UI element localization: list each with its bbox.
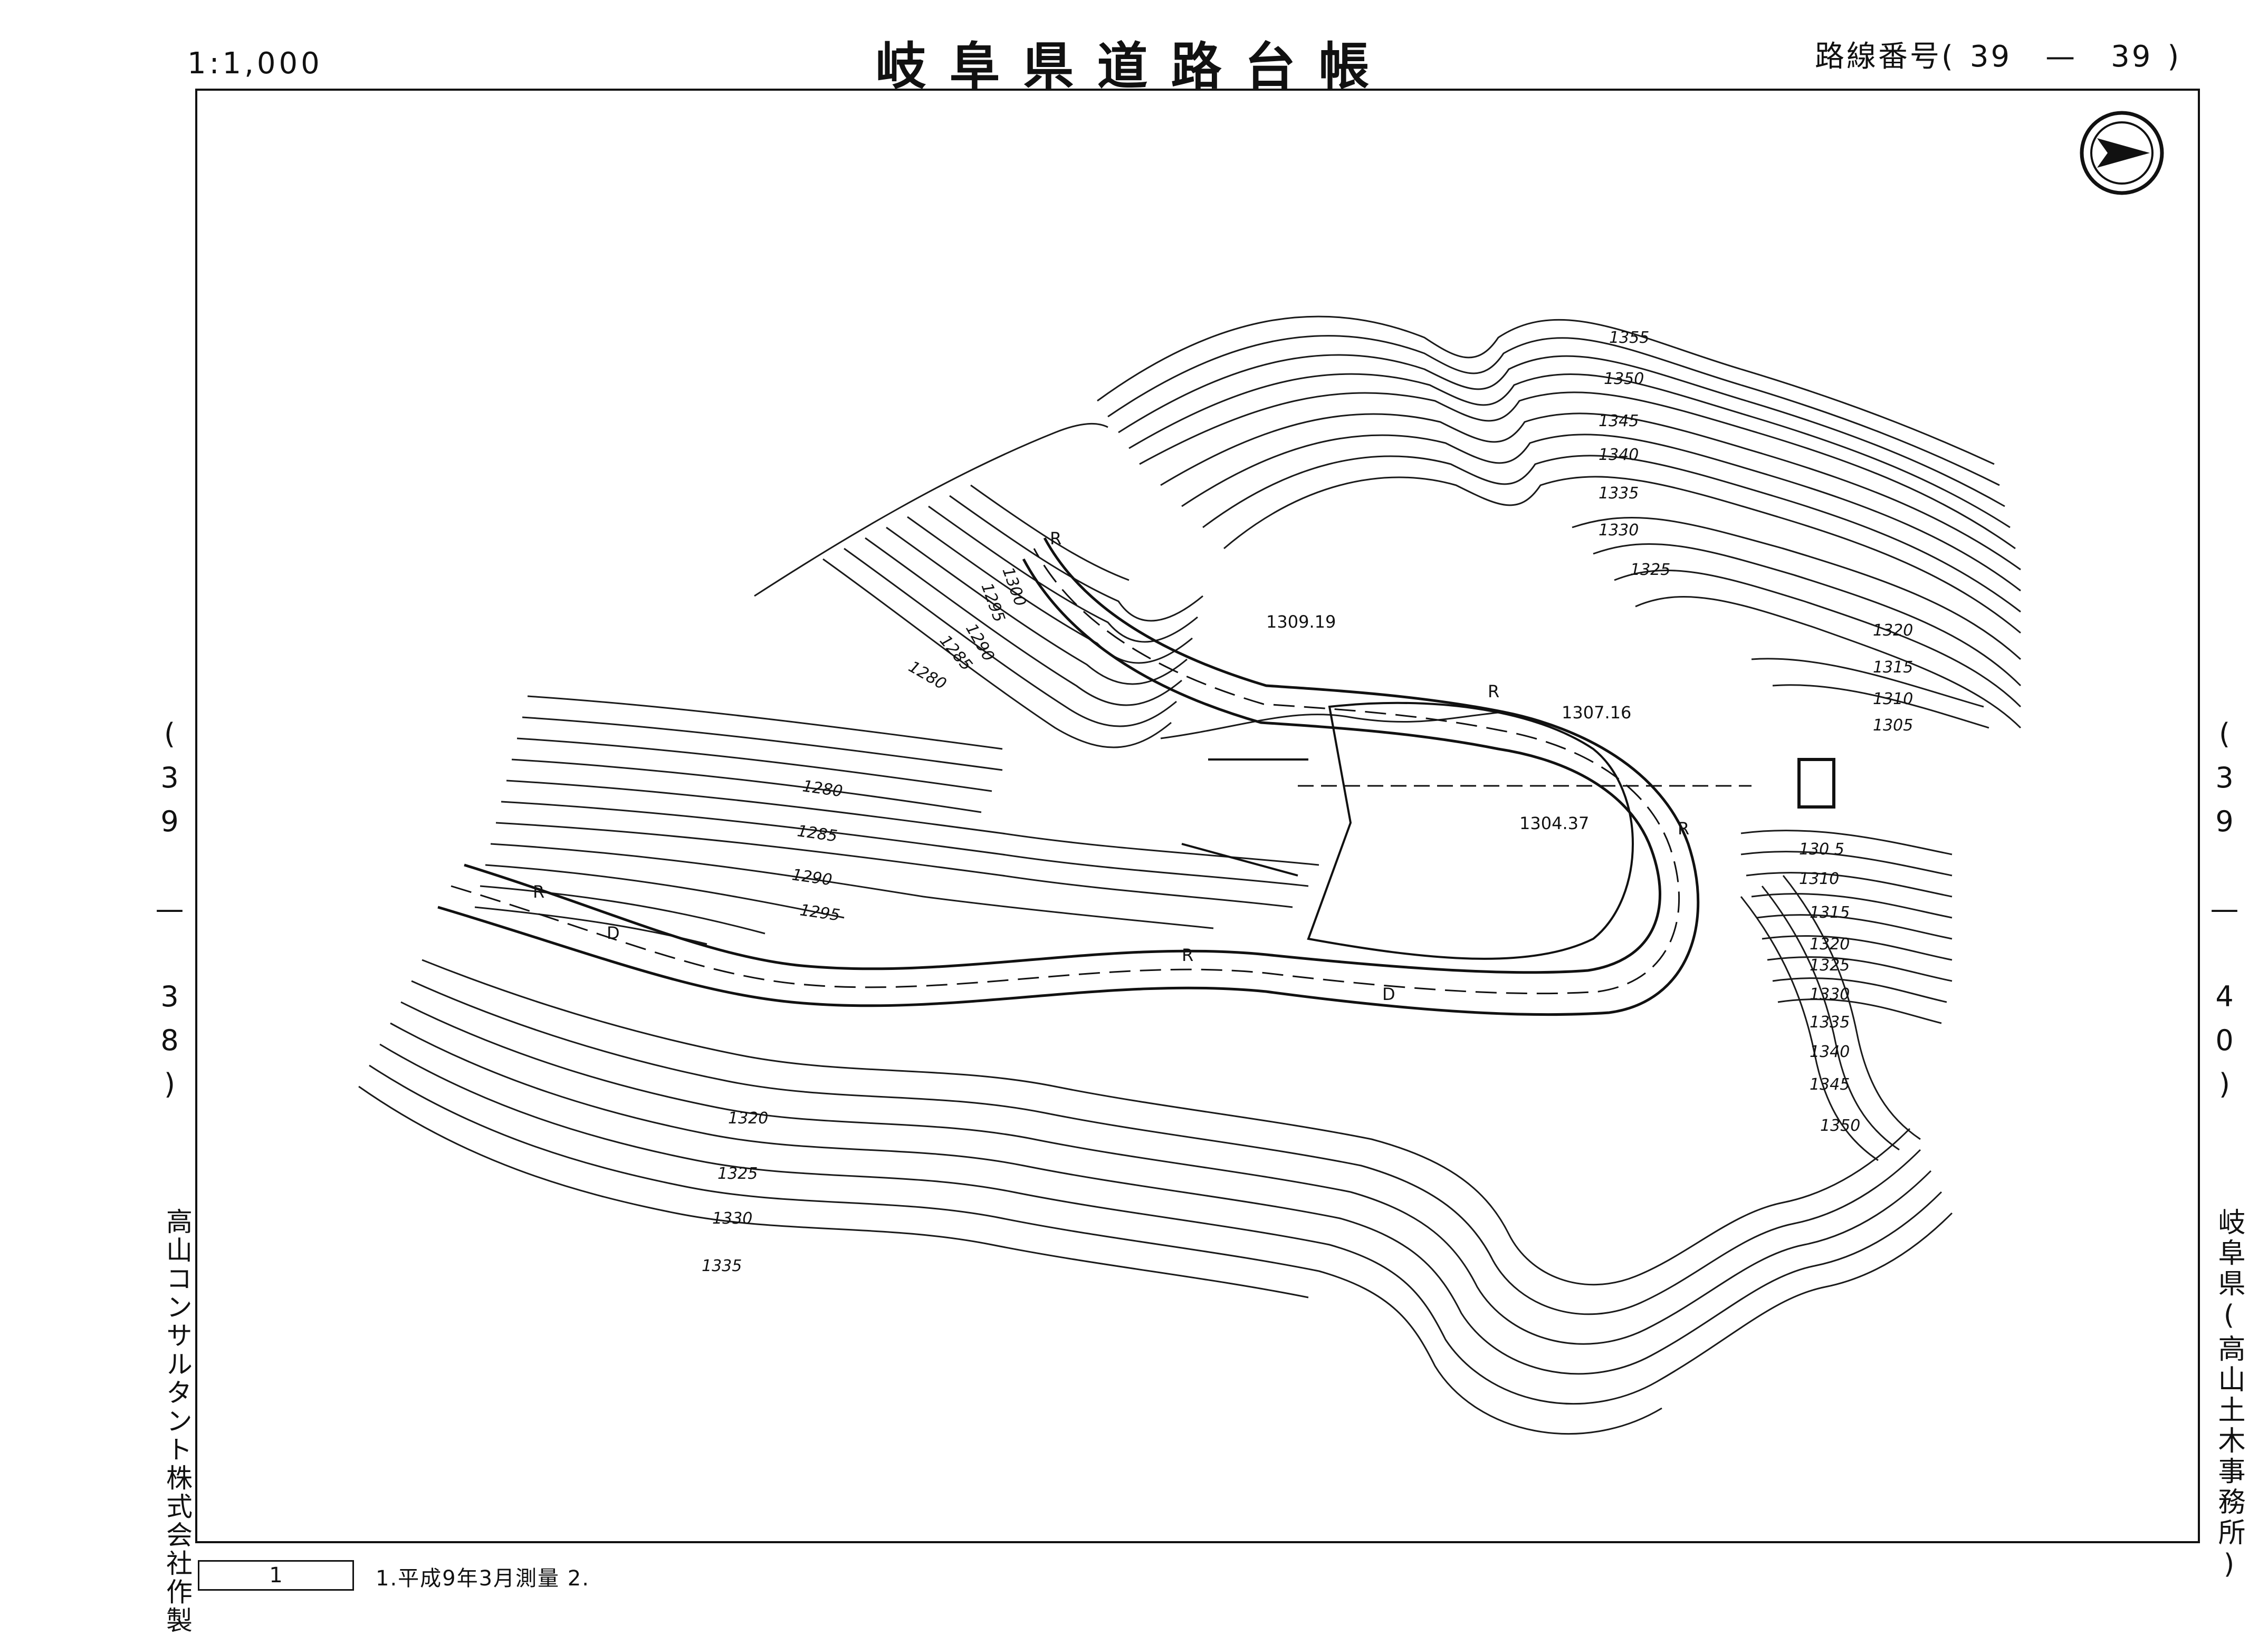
contour-label: 1320 — [728, 1109, 768, 1128]
contour-label: 1355 — [1609, 329, 1649, 347]
route-label: 路線番号( — [1815, 40, 1955, 74]
contour-label: 1340 — [1599, 446, 1639, 464]
contour-label: 1280 — [801, 777, 844, 801]
route-dash: — — [2045, 40, 2078, 74]
contour-label: 1340 — [1810, 1043, 1850, 1061]
contour-label: 1315 — [1873, 658, 1913, 677]
contour-label: 1315 — [1810, 903, 1850, 922]
upper-left-contours — [754, 423, 1504, 748]
road-mark: R — [1050, 528, 1061, 549]
road-marks: R R R R D D R — [533, 528, 1689, 1004]
contour-label: 1310 — [1873, 690, 1913, 708]
road-mark: D — [1382, 984, 1395, 1004]
contour-label: 1330 — [1599, 521, 1639, 540]
road — [437, 537, 1700, 1016]
road-mark: D — [607, 923, 620, 943]
contour-label: 1350 — [1820, 1117, 1860, 1135]
adjacent-sheet-right: (39 — 40) — [2208, 717, 2241, 1111]
contour-label: 1310 — [1799, 870, 1839, 888]
left-contours — [474, 695, 1319, 945]
route-number: 路線番号( 39 — 39) — [1815, 33, 2181, 75]
sheet-number: 1 — [198, 1560, 354, 1591]
contour-label: 1325 — [717, 1165, 758, 1183]
road-mark: R — [1678, 819, 1689, 839]
contour-label: 1295 — [977, 581, 1008, 625]
contour-label: 1320 — [1810, 935, 1850, 954]
contour-label: 1335 — [1599, 484, 1639, 503]
flat-area — [1181, 701, 1752, 960]
contour-label: 1330 — [1810, 985, 1850, 1004]
contour-label: 1335 — [702, 1257, 742, 1275]
adjacent-sheet-left: (39 — 38) — [153, 717, 186, 1111]
road-map: 1355 1350 1345 1340 1335 1330 1325 1320 … — [358, 111, 2164, 1435]
road-mark: R — [1488, 681, 1499, 701]
spot-heights: 1309.19 1307.16 1304.37 — [1266, 612, 1631, 833]
road-mark: R — [533, 882, 544, 902]
contour-label: 1325 — [1630, 561, 1670, 579]
contour-label: 1305 — [1873, 716, 1913, 735]
upper-contours — [1097, 315, 2022, 729]
contour-label: 1330 — [712, 1209, 752, 1228]
survey-note: 1.平成9年3月測量 2. — [376, 1566, 590, 1591]
contour-label: 1345 — [1810, 1075, 1850, 1094]
lower-contours — [358, 875, 1953, 1435]
issuing-office: 岐阜県(高山土木事務所) — [2213, 1208, 2245, 1583]
route-from: 39 — [1969, 40, 2012, 74]
page-title: 岐阜県道路台帳 — [875, 37, 1393, 96]
route-close: ) — [2167, 40, 2181, 74]
structure-icon — [1797, 758, 1835, 809]
spot-height: 1307.16 — [1562, 703, 1631, 723]
north-arrow-icon — [2080, 111, 2164, 195]
route-to: 39 — [2111, 40, 2153, 74]
contour-label: 1350 — [1604, 370, 1644, 388]
maker-credit: 高山コンサルタント株式会社作製 — [162, 1208, 193, 1635]
contour-label: 1295 — [799, 901, 841, 925]
spot-height: 1304.37 — [1519, 813, 1589, 833]
contour-label: 1280 — [905, 658, 950, 694]
contour-label: 1320 — [1873, 621, 1913, 640]
spot-height: 1309.19 — [1266, 612, 1336, 632]
contour-label: 1325 — [1810, 956, 1850, 975]
contour-label: 1285 — [796, 822, 838, 845]
map-scale: 1:1,000 — [187, 46, 323, 81]
road-mark: R — [1182, 945, 1193, 965]
contour-label: 1290 — [791, 865, 833, 889]
right-contours — [1740, 830, 1953, 1024]
contour-label: 1335 — [1810, 1013, 1850, 1032]
contour-label: 1345 — [1599, 412, 1639, 430]
contour-label: 130 5 — [1799, 840, 1844, 859]
map-frame — [195, 89, 2200, 1543]
